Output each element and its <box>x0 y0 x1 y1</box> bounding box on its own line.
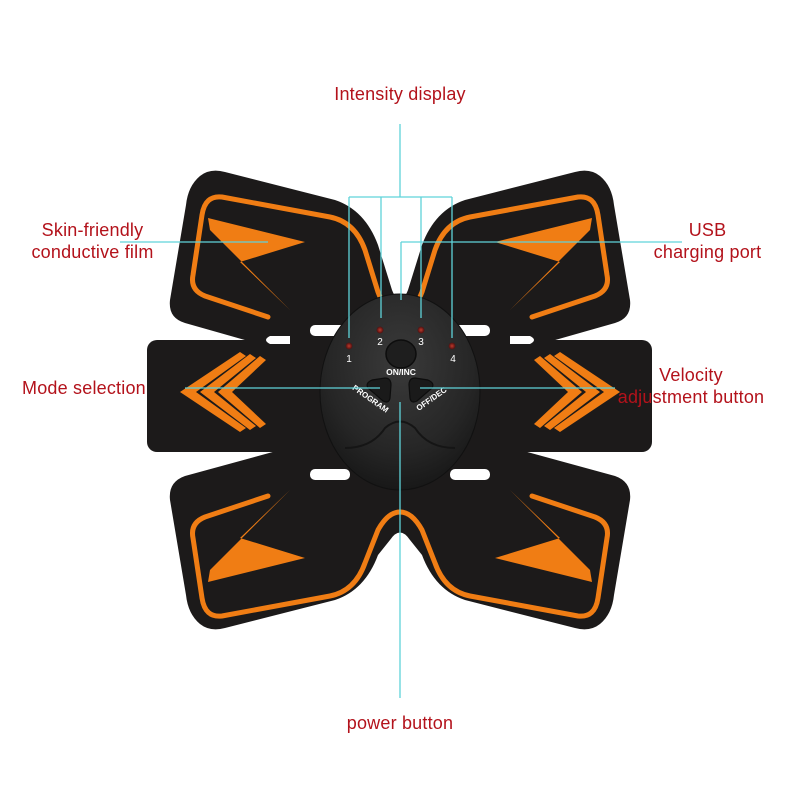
label-velocity-button: Velocity adjustment button <box>606 364 776 408</box>
led-label-2: 2 <box>377 337 383 348</box>
label-intensity-display: Intensity display <box>334 84 466 104</box>
leader-lines <box>120 124 682 698</box>
orange-chevrons <box>180 218 620 582</box>
on-inc-button-shape <box>385 339 417 369</box>
on-inc-button[interactable] <box>384 340 418 370</box>
program-button[interactable] <box>352 372 388 406</box>
led-label-1: 1 <box>346 354 352 365</box>
label-skin-film-line1: Skin-friendly <box>41 220 144 240</box>
led-label-3: 3 <box>418 337 424 348</box>
label-usb-port: USB charging port <box>640 219 775 263</box>
label-velocity-line1: Velocity <box>659 365 723 385</box>
controller-unit: 1 2 3 4 ON/INC PROGRAM OFF/DEC <box>319 293 481 491</box>
label-skin-film-line2: conductive film <box>31 242 154 262</box>
led-2 <box>376 326 384 334</box>
slot <box>310 469 350 480</box>
slot <box>450 469 490 480</box>
led-3 <box>417 326 425 334</box>
off-dec-button-shape <box>408 377 434 403</box>
label-velocity-line2: adjustment button <box>617 387 765 407</box>
led-label-4: 4 <box>450 354 456 365</box>
pad-body <box>147 170 652 630</box>
on-inc-label: ON/INC <box>386 367 416 377</box>
led-1 <box>345 342 353 350</box>
label-mode-selection: Mode selection <box>22 378 146 398</box>
led-4 <box>448 342 456 350</box>
off-dec-button[interactable] <box>412 372 448 406</box>
label-power-button: power button <box>346 713 454 733</box>
label-skin-film: Skin-friendly conductive film <box>10 219 175 263</box>
label-usb-line2: charging port <box>653 242 762 262</box>
program-button-shape <box>366 377 392 403</box>
pad-wing-bottom <box>169 445 631 630</box>
pad-wing-top-left <box>169 170 631 356</box>
label-usb-line1: USB <box>688 220 727 240</box>
